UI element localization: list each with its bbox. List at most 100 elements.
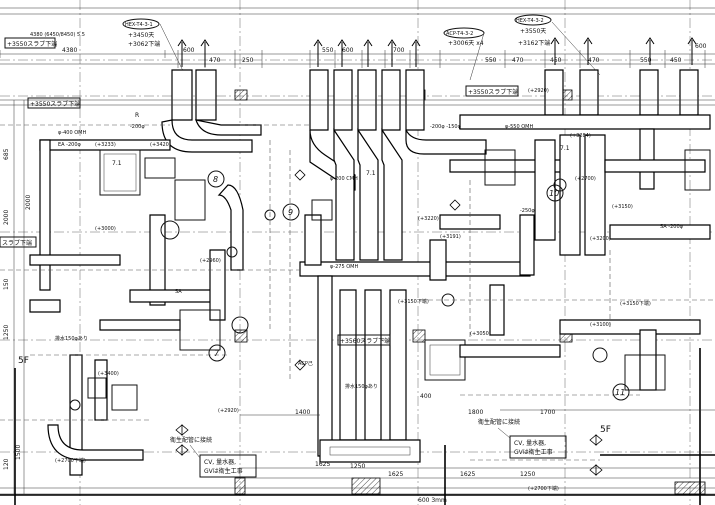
note-box-right-line2: GVは衛生工事 bbox=[514, 448, 553, 456]
duct-label-16: (+2700) bbox=[575, 176, 596, 182]
dim-top-8: 550 bbox=[485, 57, 497, 64]
equipment-tags: HEX-T4-3-1 +3450天 +3062下端 ACP-T4-3-2 +30… bbox=[122, 14, 601, 81]
slab-note-left-edge: スラブ下端 bbox=[2, 239, 32, 247]
level-tag-5: (+2920) bbox=[218, 408, 239, 414]
slab-note-top-left: +3550スラブ下端 bbox=[7, 40, 57, 48]
duct-label-24: R bbox=[135, 112, 139, 119]
duct-label-8: φ-200 CMH bbox=[330, 176, 358, 182]
shaft-label-3: 7.1 bbox=[560, 145, 570, 152]
shaft-label-2: 7.1 bbox=[366, 170, 376, 177]
dim-bot-5: 1700 bbox=[540, 409, 555, 416]
dim-top-14: 600 bbox=[695, 43, 707, 50]
duct-label-6: (+3000) bbox=[95, 226, 116, 232]
dim-top-9: 470 bbox=[512, 57, 524, 64]
duct-label-2: EA -200φ bbox=[58, 142, 82, 148]
slab-note-left-mid: +3550スラブ下端 bbox=[30, 100, 80, 108]
duct-label-26: SA bbox=[175, 289, 182, 295]
duct-label-17: (+3150) bbox=[612, 204, 633, 210]
dim-top-4: 250 bbox=[242, 57, 254, 64]
plumbing-notes: 衛生配管に接続 CV, 量水器, GVは衛生工事 衛生配管に接続 CV, 量水器… bbox=[170, 418, 567, 478]
drain-note-2: 排水150φあり bbox=[345, 383, 378, 390]
note-box-right-line1: CV, 量水器, bbox=[514, 439, 546, 447]
duct-label-5: (+3420) bbox=[150, 142, 171, 148]
duct-label-20: (+3050) bbox=[470, 331, 491, 337]
dim-top-5: 550 bbox=[322, 47, 334, 54]
equipment-tag-hex2-elev: +3162下端 bbox=[518, 39, 550, 47]
equipment-tag-hex1-elev: +3062下端 bbox=[128, 40, 160, 48]
duct-label-14: (+3200) bbox=[590, 236, 611, 242]
dim-bot-8: 1250 bbox=[350, 463, 365, 470]
duct-label-22: -250φ bbox=[520, 208, 535, 214]
dim-top-10: 450 bbox=[550, 57, 562, 64]
dim-left-3: 2000 bbox=[25, 195, 32, 210]
dim-top-12: 550 bbox=[640, 57, 652, 64]
dim-bot-4: 1625 bbox=[388, 471, 403, 478]
dimension-strings-top: 4380 600 470 250 550 600 700 550 470 450… bbox=[0, 32, 715, 68]
dim-top-13: 450 bbox=[670, 57, 682, 64]
equipment-tag-hex2-spec: +3550天 bbox=[520, 28, 546, 35]
dim-left-5: 1250 bbox=[3, 325, 10, 340]
drain-note-1: 排水150φあり bbox=[55, 335, 88, 342]
duct-label-12: (+2920) bbox=[528, 88, 549, 94]
dim-bot-6: 1250 bbox=[520, 471, 535, 478]
circle-number-11: 11 bbox=[615, 388, 625, 397]
duct-label-15: (+3100) bbox=[590, 322, 611, 328]
floor-marks: 5F 5F bbox=[18, 356, 611, 435]
shaft-label-1: 7.1 bbox=[112, 160, 122, 167]
valve-symbols bbox=[175, 169, 603, 476]
equipment-tag-hex2-name: HEX-T4-3-2 bbox=[516, 18, 544, 24]
dim-top-11: 470 bbox=[588, 57, 600, 64]
duct-label-3: -200φ bbox=[130, 124, 145, 130]
dim-bot-9: 1625 bbox=[460, 471, 475, 478]
duct-label-23: SA -200φ bbox=[660, 224, 684, 230]
piping-lines bbox=[0, 99, 715, 461]
dim-left-2: 2000 bbox=[3, 210, 10, 225]
level-tag-3: (+2700下端) bbox=[528, 485, 559, 492]
duct-label-13: (+3284) bbox=[570, 133, 591, 139]
duct-label-10: -200φ -150φ bbox=[430, 124, 462, 130]
duct-label-4: (+3233) bbox=[95, 142, 116, 148]
floor-mark-right: 5F bbox=[600, 425, 611, 435]
sheet-mark: 4380 (6450/8450) 5.5 bbox=[30, 32, 85, 38]
dim-top-3: 470 bbox=[209, 57, 221, 64]
dim-top-2: 600 bbox=[183, 47, 195, 54]
duct-label-1: φ-400 OMH bbox=[58, 130, 86, 136]
dim-top-1: 4380 bbox=[62, 47, 77, 54]
note-connect-left: 衛生配管に接続 bbox=[170, 436, 212, 444]
note-box-left-line1: CV, 量水器, bbox=[204, 458, 236, 466]
duct-annotations: φ-400 OMH EA -200φ -200φ (+3233) (+3420)… bbox=[58, 88, 684, 377]
slab-notes: +3550スラブ下端 +3550スラブ下端 スラブ下端 +3550スラブ下端 +… bbox=[0, 37, 519, 346]
level-tag-2: (+3150下端) bbox=[398, 298, 429, 305]
dim-left-6: 120 bbox=[3, 458, 10, 470]
equipment-tag-acp-spec: +3006天 x4 bbox=[448, 40, 484, 47]
duct-label-18: (+2960) bbox=[200, 258, 221, 264]
dimension-strings-bottom: 400 1800 1625 1625 1700 1250 1400 1250 1… bbox=[240, 393, 715, 504]
duct-label-7: φ-275 OMH bbox=[330, 264, 358, 270]
dimension-strings-left: 685 2000 2000 150 1250 120 1500 bbox=[3, 100, 32, 495]
duct-label-21: (+3191) bbox=[440, 234, 461, 240]
duct-label-25: ACP己 bbox=[298, 361, 313, 367]
note-box-left-line2: GVは衛生工事 bbox=[204, 467, 243, 475]
circled-room-numbers: 8 9 10 7 11 bbox=[207, 170, 630, 401]
circle-number-8: 8 bbox=[213, 175, 218, 184]
dim-top-6: 600 bbox=[342, 47, 354, 54]
riser-arrows bbox=[177, 37, 697, 67]
slab-note-center-low: +3560スラブ下端 bbox=[340, 337, 390, 345]
duct-label-11: (+3220) bbox=[418, 216, 439, 222]
dim-left-4: 150 bbox=[3, 278, 10, 290]
level-tag-4: (+3150下端) bbox=[620, 300, 651, 307]
equipment-tag-hex1-spec: +3450天 bbox=[128, 32, 154, 39]
dim-bot-2: 1800 bbox=[468, 409, 483, 416]
dim-bot-3: 1625 bbox=[315, 461, 330, 468]
equipment-tag-hex1-name: HEX-T4-3-1 bbox=[125, 22, 153, 28]
note-connect-right: 衛生配管に接続 bbox=[478, 418, 520, 426]
equipment-tag-acp-name: ACP-T4-3-2 bbox=[446, 31, 473, 37]
circle-number-7: 7 bbox=[214, 349, 220, 358]
floor-mark-left: 5F bbox=[18, 356, 29, 366]
slab-note-right: +3550スラブ下端 bbox=[468, 88, 518, 96]
dim-top-7: 700 bbox=[393, 47, 405, 54]
level-tags: (+2700下端) (+3150下端) (+2700下端) (+3150下端) … bbox=[55, 145, 651, 492]
dim-left-1: 685 bbox=[3, 148, 10, 160]
duct-label-19: (+3400) bbox=[98, 371, 119, 377]
